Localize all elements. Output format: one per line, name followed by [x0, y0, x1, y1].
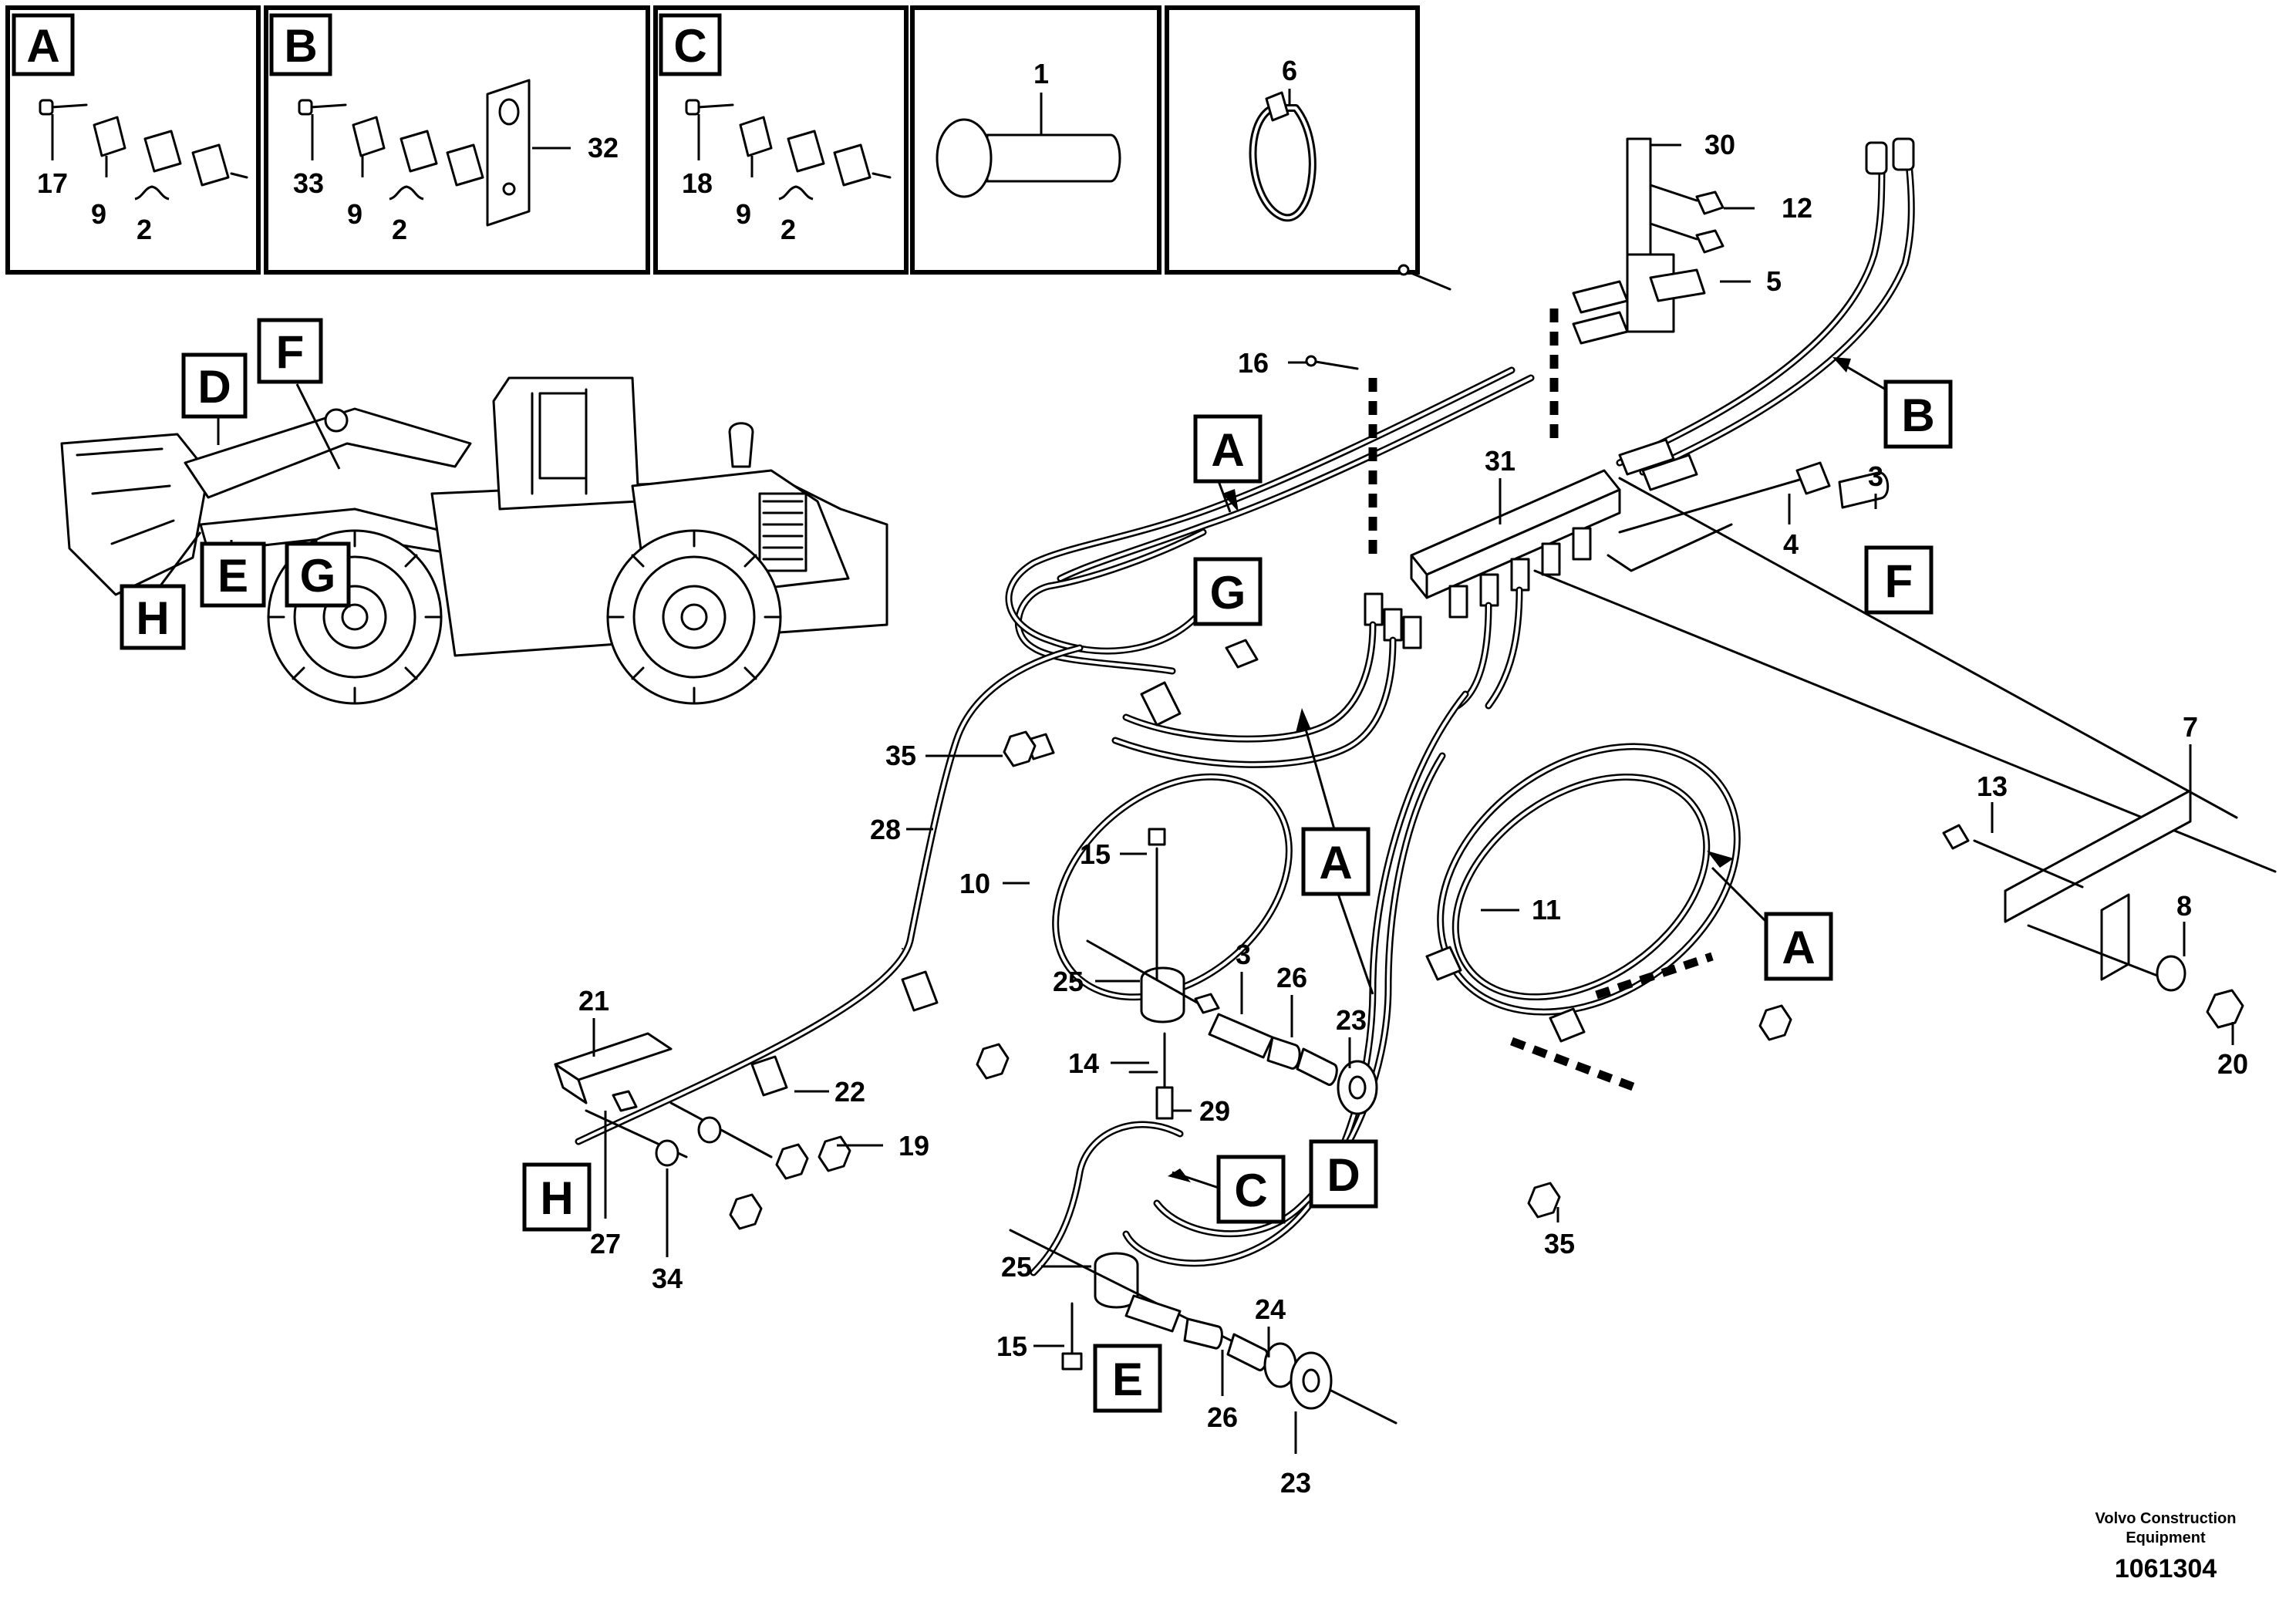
- part-label: 28: [870, 814, 901, 845]
- part-label: 19: [899, 1130, 929, 1162]
- part-label: 11: [1532, 894, 1561, 926]
- part-label: 22: [834, 1076, 865, 1108]
- part-label: 24: [1255, 1293, 1286, 1325]
- svg-text:D: D: [1327, 1149, 1360, 1201]
- panel-b-part-32: 32: [588, 132, 619, 164]
- part-label: 35: [885, 740, 916, 771]
- svg-text:A: A: [1782, 922, 1815, 973]
- drawing-number: 1061304: [2115, 1554, 2217, 1583]
- svg-text:A: A: [1319, 837, 1352, 889]
- svg-text:A: A: [1211, 424, 1244, 476]
- part-label: 7: [2183, 711, 2198, 743]
- machine-callout-g: G: [285, 541, 351, 608]
- part-label: 29: [1199, 1095, 1230, 1127]
- machine-callout-f: F: [257, 318, 323, 384]
- part-label: 25: [1053, 966, 1084, 997]
- pin-head: [936, 118, 993, 198]
- svg-text:F: F: [276, 326, 305, 378]
- part-label: 26: [1207, 1401, 1238, 1433]
- svg-text:D: D: [197, 361, 231, 413]
- panel-b-letter: B: [284, 20, 317, 72]
- inset-panel-cable-tie: 6: [1165, 5, 1420, 275]
- panel-c-part-2: 2: [781, 214, 796, 245]
- machine-callout-d: D: [181, 352, 248, 419]
- panel-b-part-33: 33: [293, 167, 324, 199]
- part-label: 35: [1544, 1228, 1575, 1259]
- part-label: 20: [2217, 1048, 2248, 1080]
- detail-callout-f: F: [1864, 545, 1934, 615]
- panel-a-part-9: 9: [91, 198, 106, 230]
- brand-line-2: Equipment: [2126, 1529, 2206, 1546]
- machine-callout-e: E: [200, 541, 266, 608]
- detail-callout-a-upper: A: [1193, 414, 1263, 513]
- part-label: 8: [2176, 890, 2192, 922]
- part-label: 4: [1783, 528, 1799, 560]
- part-label: 26: [1276, 962, 1307, 993]
- part-label: 34: [652, 1263, 683, 1294]
- part-label: 23: [1280, 1467, 1311, 1499]
- part-label: 14: [1068, 1047, 1099, 1079]
- part-label: 27: [590, 1228, 621, 1259]
- panel-c-part-18: 18: [682, 167, 713, 199]
- part-label: 5: [1766, 265, 1782, 297]
- part-label: 25: [1001, 1251, 1032, 1283]
- panel-c-part-9: 9: [736, 198, 751, 230]
- part-label: 15: [1080, 838, 1111, 870]
- panel-b-part-9: 9: [347, 198, 362, 230]
- wheel-loader-illustration: [60, 376, 888, 705]
- detail-callout-e: E: [1093, 1344, 1162, 1413]
- svg-text:F: F: [1885, 555, 1913, 607]
- part-label: 21: [578, 985, 609, 1017]
- part-label: 16: [1238, 347, 1269, 379]
- part-label: 10: [959, 868, 990, 899]
- panel-c-letter-box: [659, 13, 722, 76]
- part-label: 30: [1704, 129, 1735, 160]
- inset-panel-c: C 18 9 2: [653, 5, 909, 275]
- part-label: 3: [1236, 939, 1251, 970]
- svg-text:B: B: [1901, 389, 1934, 441]
- brand-line-1: Volvo Construction: [2095, 1510, 2237, 1527]
- inset-panel-pin: 1: [910, 5, 1161, 275]
- detail-callout-h: H: [522, 1162, 592, 1232]
- svg-text:E: E: [217, 550, 248, 602]
- hose-assembly: [554, 137, 2277, 1425]
- svg-text:G: G: [300, 550, 336, 602]
- svg-text:H: H: [540, 1172, 573, 1224]
- panel-a-part-2: 2: [137, 214, 152, 245]
- panel-pin-part-1: 1: [1033, 58, 1049, 89]
- part-number-labels: 30 12 5 16 31 3 4 7 13 8 20 35 28 10 15 …: [578, 129, 2248, 1499]
- svg-text:E: E: [1112, 1354, 1143, 1405]
- panel-b-part-2: 2: [392, 214, 407, 245]
- panel-b-letter-box: [269, 13, 332, 76]
- part-label: 31: [1485, 445, 1515, 477]
- part-label: 15: [996, 1330, 1027, 1362]
- detail-callout-b: B: [1832, 357, 1953, 449]
- part-label: 13: [1977, 771, 2008, 802]
- part-label: 12: [1782, 192, 1812, 224]
- inset-panel-b: B 33 9 2 32: [264, 5, 650, 275]
- detail-callout-c: C: [1168, 1155, 1286, 1224]
- svg-text:C: C: [1234, 1165, 1267, 1216]
- detail-callout-g: G: [1193, 557, 1263, 626]
- panel-tie-part-6: 6: [1282, 55, 1297, 86]
- svg-text:H: H: [136, 592, 169, 644]
- machine-callout-h: H: [120, 584, 186, 650]
- panel-c-letter: C: [673, 20, 706, 72]
- panel-a-letter: A: [26, 20, 59, 72]
- part-label: 23: [1336, 1004, 1367, 1036]
- panel-a-letter-box: [12, 13, 75, 76]
- detail-callout-d: D: [1309, 1139, 1378, 1209]
- inset-panel-a: A 17 9 2: [5, 5, 261, 275]
- part-label: 3: [1868, 460, 1883, 492]
- footer-block: Volvo Construction Equipment 1061304: [2095, 1510, 2237, 1583]
- detail-callout-a-right: A: [1707, 851, 1833, 981]
- svg-text:G: G: [1210, 567, 1246, 619]
- detail-callout-a-middle: A: [1296, 708, 1374, 995]
- panel-a-part-17: 17: [37, 167, 68, 199]
